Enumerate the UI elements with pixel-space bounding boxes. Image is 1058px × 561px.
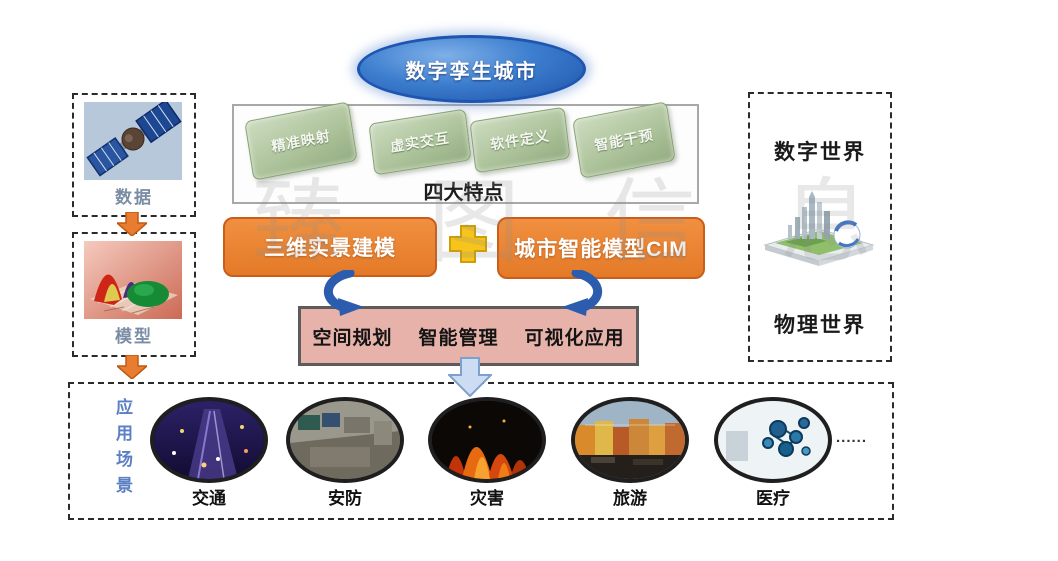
surface-model-image — [84, 241, 182, 319]
down-arrow-icon — [117, 212, 147, 236]
curved-arrow-icon — [562, 270, 603, 316]
modeling-box: 三维实景建模 — [223, 217, 437, 277]
down-arrow-icon — [117, 355, 147, 379]
features-caption: 四大特点 — [423, 182, 504, 204]
scene-label-medical: 医疗 — [756, 489, 790, 508]
disaster-photo — [428, 397, 546, 483]
scene-label-security: 安防 — [328, 489, 362, 508]
data-box: 数据 — [72, 93, 196, 217]
model-box: 模型 — [72, 232, 196, 357]
security-photo — [286, 397, 404, 483]
diagram-title: 数字孪生城市 — [405, 60, 538, 83]
city-model-image — [761, 189, 877, 267]
scene-label-tourism: 旅游 — [613, 489, 647, 508]
big-down-arrow-icon — [448, 357, 492, 397]
scene-label-traffic: 交通 — [192, 489, 226, 508]
more-scenarios-ellipsis: ...... — [836, 429, 868, 446]
medical-photo — [714, 397, 832, 483]
digital-world-label: 数字世界 — [774, 141, 866, 164]
app-bar-item-visualization: 可视化应用 — [524, 327, 625, 349]
curved-arrow-icon — [323, 270, 364, 316]
scene-label-disaster: 灾害 — [470, 489, 504, 508]
worlds-box: 数字世界 物理世界 — [748, 92, 892, 362]
scenarios-label: 应用场景 — [113, 398, 132, 502]
app-bar-item-intelligent-management: 智能管理 — [418, 327, 499, 349]
applications-bar: 空间规划 智能管理 可视化应用 — [298, 306, 639, 366]
tourism-photo — [571, 397, 689, 483]
satellite-image — [84, 102, 182, 180]
title-ellipse: 数字孪生城市 — [357, 35, 586, 103]
model-label: 模型 — [115, 327, 153, 346]
physical-world-label: 物理世界 — [774, 314, 866, 337]
app-bar-item-spatial-planning: 空间规划 — [312, 327, 393, 349]
cim-box: 城市智能模型CIM — [497, 217, 705, 279]
traffic-photo — [150, 397, 268, 483]
data-label: 数据 — [115, 188, 153, 207]
plus-icon — [449, 225, 487, 263]
